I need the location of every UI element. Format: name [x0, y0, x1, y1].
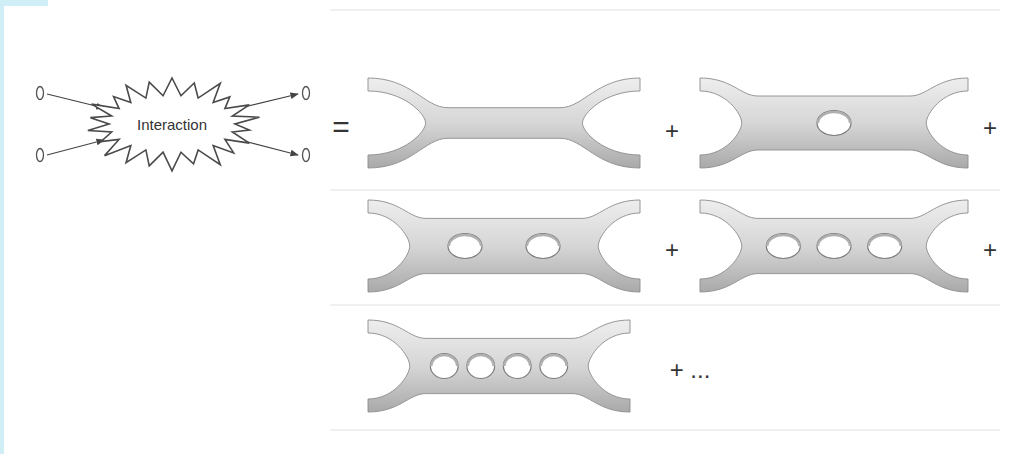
interaction-burst: Interaction — [87, 78, 257, 170]
worldsheet — [368, 200, 640, 292]
loop-hole — [430, 354, 458, 379]
worldsheet — [368, 78, 640, 168]
hole-shade — [468, 355, 494, 366]
operator-sign: = — [332, 112, 350, 142]
loop-hole — [817, 111, 851, 136]
scan-lines — [330, 10, 1000, 430]
loop-hole — [503, 354, 531, 379]
loop-hole — [467, 354, 495, 379]
worldsheet-surface — [700, 78, 968, 168]
closed-string — [303, 149, 310, 162]
closed-string — [37, 87, 44, 100]
worldsheet-surface — [368, 200, 640, 292]
loop-hole — [868, 234, 902, 259]
worldsheet — [700, 200, 968, 292]
hole-shade — [818, 235, 850, 246]
arrow-line — [47, 140, 104, 155]
hole-shade — [527, 235, 559, 246]
burst-shape — [88, 78, 260, 171]
closed-string — [303, 87, 310, 100]
edge-bar — [0, 0, 4, 454]
operator-sign: + — [983, 238, 997, 262]
worldsheet-surface — [368, 78, 640, 168]
hole-shade — [431, 355, 457, 366]
loop-hole — [448, 234, 482, 259]
hole-shade — [767, 235, 799, 246]
loop-hole — [526, 234, 560, 259]
closed-string — [37, 149, 44, 162]
loop-hole — [817, 234, 851, 259]
hole-shade — [449, 235, 481, 246]
hole-shade — [541, 355, 567, 366]
corner-bar — [0, 0, 48, 6]
hole-shade — [869, 235, 901, 246]
worldsheet-surface — [700, 200, 968, 292]
operator-sign: + — [983, 116, 997, 140]
worldsheet-surface — [368, 320, 630, 412]
operator-sign: + — [665, 238, 679, 262]
worldsheets — [368, 78, 968, 412]
worldsheet — [700, 78, 968, 168]
hole-shade — [818, 112, 850, 123]
burst-label: Interaction — [137, 116, 207, 133]
hole-shade — [504, 355, 530, 366]
worldsheet — [368, 320, 630, 412]
loop-hole — [540, 354, 568, 379]
operator-sign: + — [665, 119, 679, 143]
loop-hole — [766, 234, 800, 259]
operator-sign: + ... — [670, 358, 711, 382]
